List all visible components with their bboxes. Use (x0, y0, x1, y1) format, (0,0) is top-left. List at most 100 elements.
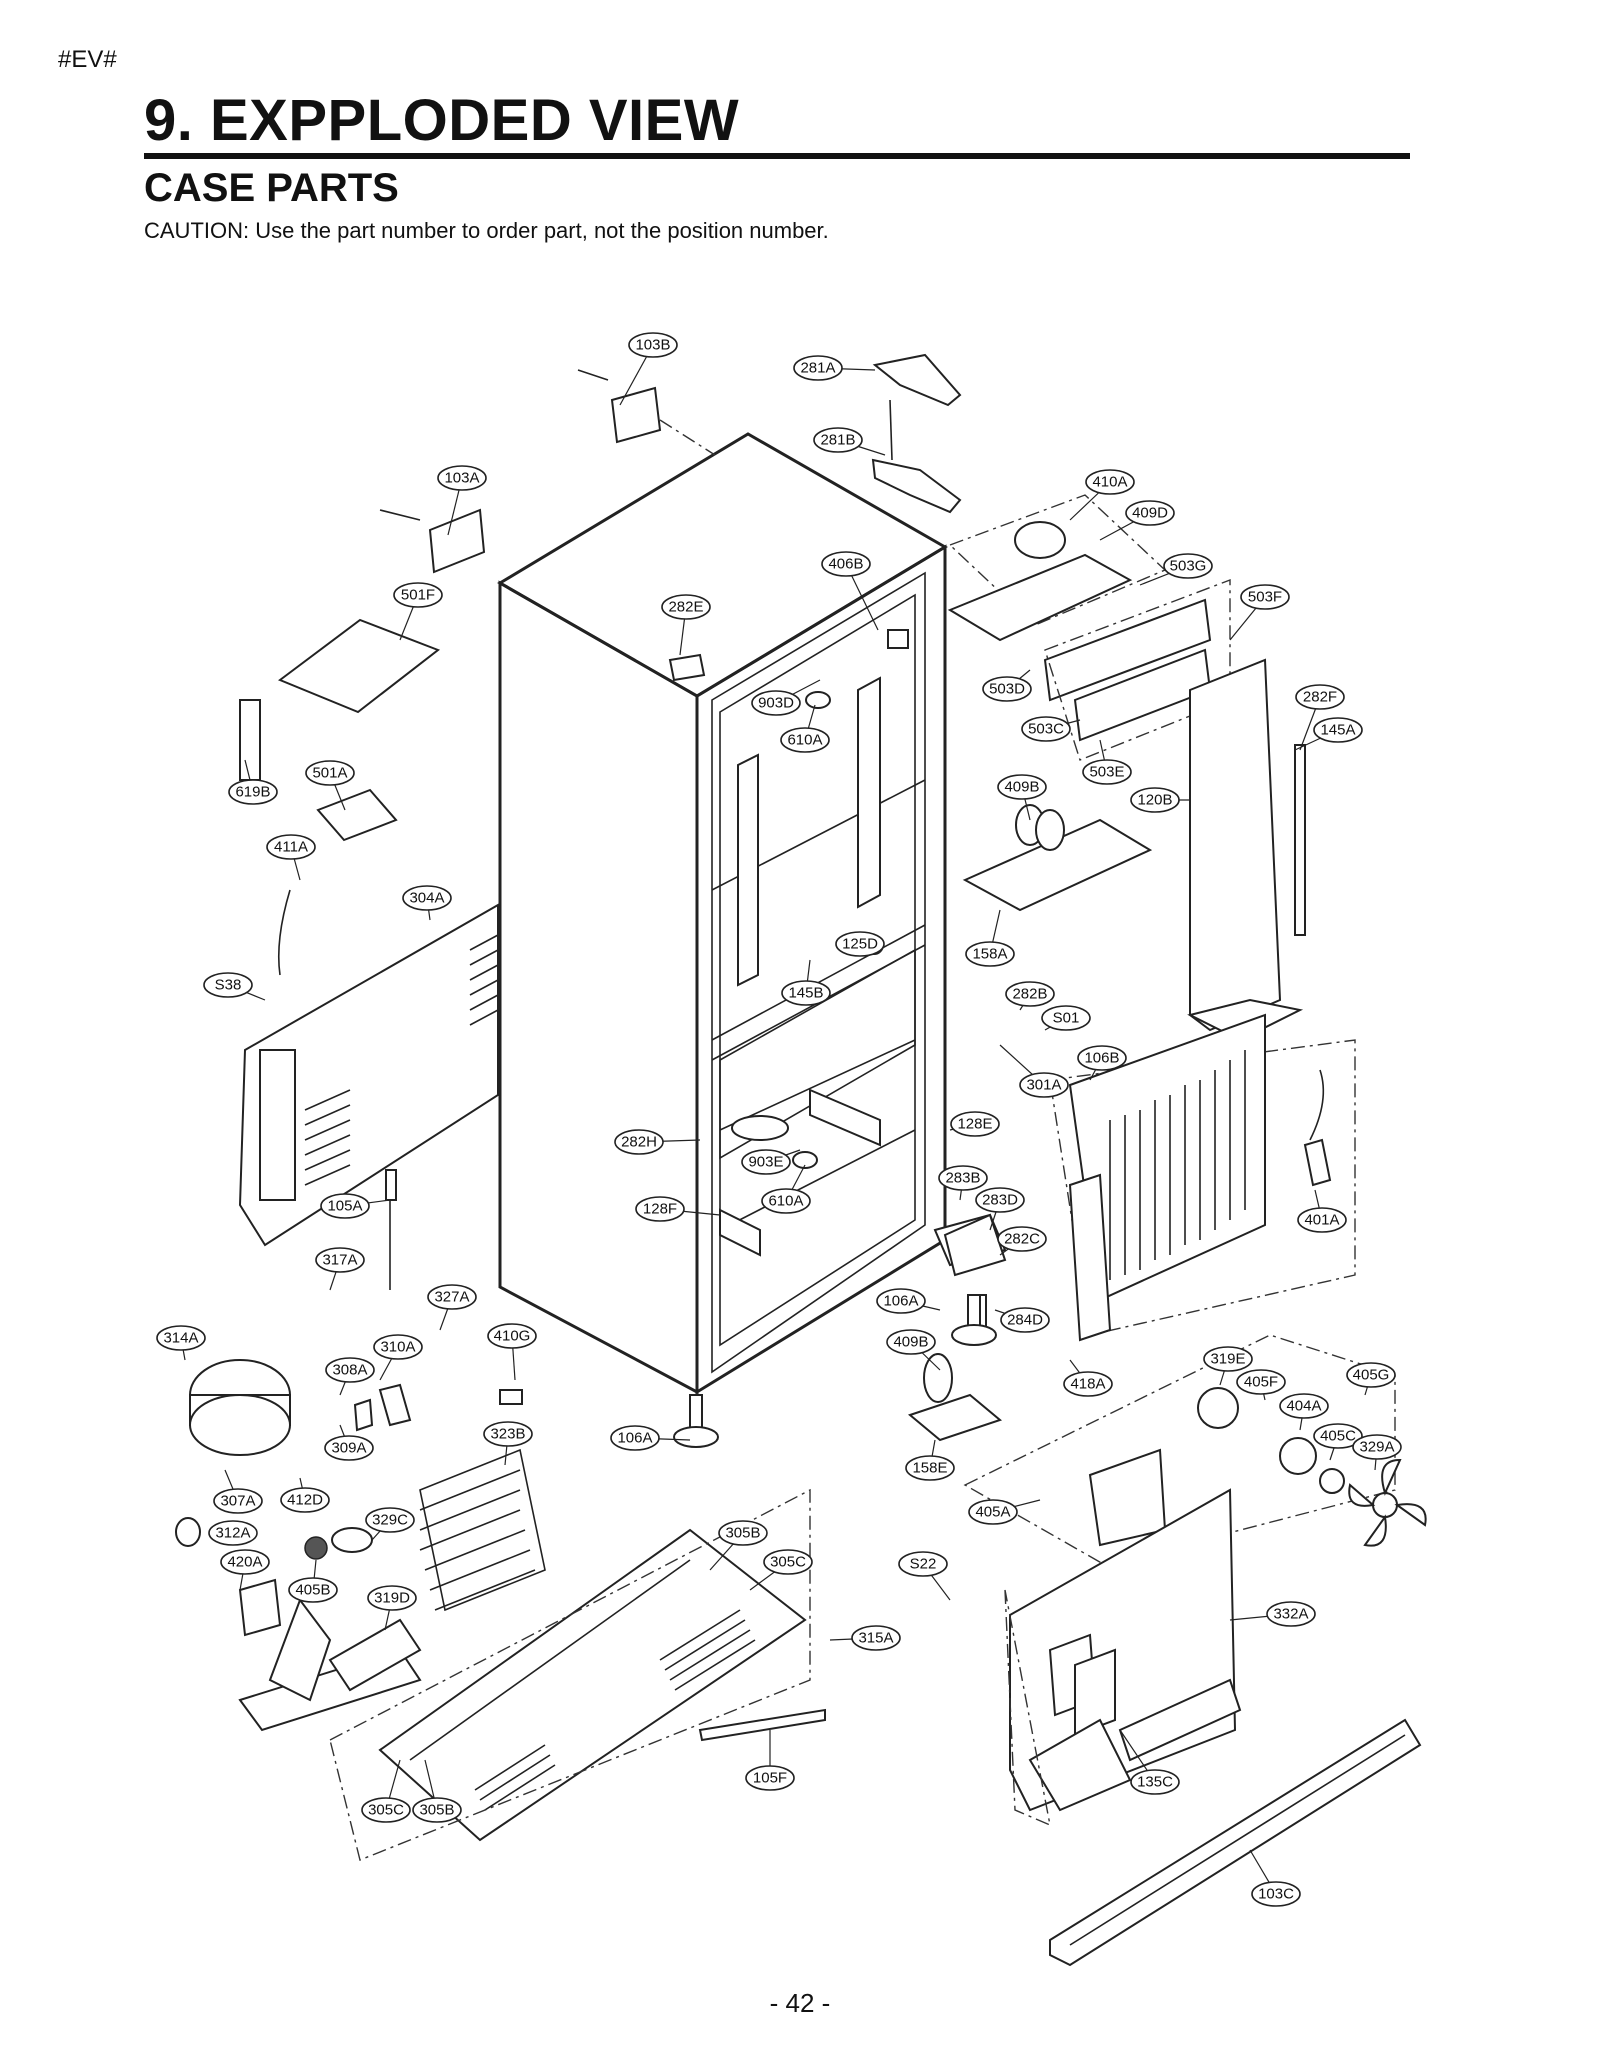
callout-bubble (315, 1247, 365, 1273)
callout-bubble (1313, 1423, 1363, 1449)
callout-158e: 158E (905, 1439, 955, 1481)
callout-label: 309A (331, 1440, 366, 1457)
callout-bubble (661, 594, 711, 620)
callout-bubble (1297, 1207, 1347, 1233)
callout-bubble (208, 1520, 258, 1546)
callout-308a: 308A (325, 1357, 375, 1396)
callout-bubble (851, 1625, 901, 1651)
callout-label: 503C (1028, 721, 1064, 738)
callout-label: 310A (380, 1339, 415, 1356)
callout-label: 329C (372, 1512, 408, 1529)
base-plate (329, 1488, 826, 1861)
callout-283b: 283B (938, 1165, 988, 1201)
callout-283d: 283D (975, 1187, 1025, 1231)
callout-327a: 327A (427, 1284, 477, 1331)
callout-label: 610A (768, 1193, 803, 1210)
callout-319d: 319D (367, 1585, 417, 1631)
callout-282f: 282F (1295, 684, 1345, 751)
callout-145b: 145B (781, 959, 831, 1006)
callout-bubble (1125, 500, 1175, 526)
callout-bubble (320, 1193, 370, 1219)
callout-106a: 106A (876, 1288, 941, 1314)
callout-411a: 411A (266, 834, 316, 881)
callout-bubble (1240, 584, 1290, 610)
callout-bubble (968, 1499, 1018, 1525)
callout-503e: 503E (1082, 739, 1132, 785)
callout-bubble (876, 1288, 926, 1314)
callout-bubble (950, 1111, 1000, 1137)
callout-903e: 903E (741, 1149, 801, 1175)
callout-bubble (982, 676, 1032, 702)
callout-bubble (1063, 1371, 1113, 1397)
callout-405f: 405F (1236, 1369, 1286, 1401)
callout-106b: 106B (1077, 1045, 1127, 1081)
callout-503f: 503F (1229, 584, 1290, 641)
callout-label: 301A (1026, 1077, 1061, 1094)
callout-405b: 405B (288, 1559, 338, 1603)
callout-bubble (228, 779, 278, 805)
callout-329a: 329A (1352, 1434, 1402, 1471)
callout-bubble (266, 834, 316, 860)
callout-103c: 103C (1249, 1849, 1301, 1907)
callout-bubble (288, 1577, 338, 1603)
callout-label: 410G (494, 1328, 531, 1345)
callout-s38: S38 (203, 972, 266, 1001)
callout-501f: 501F (393, 582, 443, 641)
callout-bubble (1019, 1072, 1069, 1098)
callout-label: 323B (490, 1426, 525, 1443)
callout-412d: 412D (280, 1477, 330, 1513)
callout-label: 503G (1170, 558, 1207, 575)
page-tag: #EV# (58, 46, 117, 73)
callout-bubble (483, 1421, 533, 1447)
callout-bubble (1163, 553, 1213, 579)
callout-281b: 281B (813, 427, 886, 456)
callout-bubble (402, 885, 452, 911)
callout-label: 317A (322, 1252, 357, 1269)
callout-bubble (393, 582, 443, 608)
callout-label: 281A (800, 360, 835, 377)
callout-bubble (324, 1435, 374, 1461)
callout-503d: 503D (982, 669, 1032, 702)
callout-bubble (1085, 469, 1135, 495)
callout-label: 418A (1070, 1376, 1105, 1393)
callout-305b: 305B (412, 1759, 462, 1823)
callout-bubble (745, 1765, 795, 1791)
callout-410g: 410G (487, 1323, 537, 1381)
callout-label: 282E (668, 599, 703, 616)
callout-label: 158E (912, 1460, 947, 1477)
callout-bubble (628, 332, 678, 358)
callout-bubble (997, 1226, 1047, 1252)
callout-145a: 145A (1294, 717, 1363, 751)
callout-503c: 503C (1021, 716, 1081, 742)
callout-409d: 409D (1099, 500, 1175, 541)
callout-bubble (763, 1549, 813, 1575)
callout-label: 106B (1084, 1050, 1119, 1067)
callout-323b: 323B (483, 1421, 533, 1466)
callout-label: 903D (758, 695, 794, 712)
callout-label: S38 (215, 977, 242, 994)
callout-332a: 332A (1229, 1601, 1316, 1627)
callout-label: 503D (989, 681, 1025, 698)
callout-281a: 281A (793, 355, 876, 381)
callout-label: 282C (1004, 1231, 1040, 1248)
callout-label: 282F (1303, 689, 1337, 706)
callout-503g: 503G (1139, 553, 1213, 586)
callout-bubble (813, 427, 863, 453)
callout-410a: 410A (1069, 469, 1135, 521)
callout-bubble (1313, 717, 1363, 743)
callout-106a: 106A (610, 1425, 691, 1451)
callout-label: 501A (312, 765, 347, 782)
callout-label: 501F (401, 587, 435, 604)
callout-bubble (305, 760, 355, 786)
callout-label: 610A (787, 732, 822, 749)
callout-label: S22 (910, 1556, 937, 1573)
callout-282e: 282E (661, 594, 711, 656)
right-components (907, 494, 1427, 1967)
callout-404a: 404A (1279, 1393, 1329, 1431)
callout-bubble (1000, 1307, 1050, 1333)
callout-label: 332A (1273, 1606, 1308, 1623)
callout-label: 105A (327, 1198, 362, 1215)
callout-bubble (427, 1284, 477, 1310)
callout-406b: 406B (821, 551, 879, 631)
